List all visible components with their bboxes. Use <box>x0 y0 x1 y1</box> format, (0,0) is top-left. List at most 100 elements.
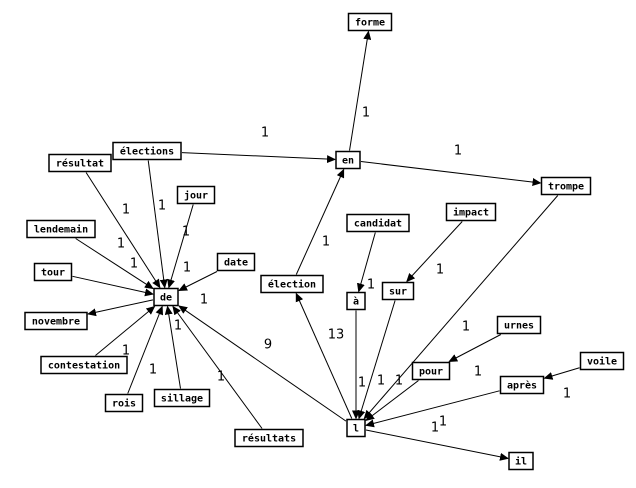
edge-l-election <box>295 292 353 419</box>
edge-rois-de <box>127 305 164 394</box>
node-label: à <box>353 296 359 308</box>
node-a[interactable]: à <box>346 291 366 311</box>
edge-weight-label: 1 <box>183 261 191 276</box>
node-l[interactable]: l <box>346 418 366 438</box>
edge-weight-label: 1 <box>217 370 225 385</box>
node-label: pour <box>419 367 443 378</box>
node-label: après <box>507 380 537 392</box>
node-urnes[interactable]: urnes <box>496 315 542 335</box>
edge-weight-label: 13 <box>328 328 345 343</box>
edge-tour-de <box>72 275 154 297</box>
edge-apres-l <box>365 390 500 428</box>
node-box <box>112 141 182 161</box>
edge-weight-label: 1 <box>377 374 385 389</box>
node-date[interactable]: date <box>216 252 256 272</box>
node-contestation[interactable]: contestation <box>40 355 128 375</box>
node-box <box>26 219 96 239</box>
node-box <box>496 315 542 335</box>
node-label: tour <box>41 268 65 279</box>
edge-weight-label: 1 <box>117 237 125 252</box>
node-box <box>48 153 112 173</box>
node-lendemain[interactable]: lendemain <box>26 219 96 239</box>
node-label: novembre <box>32 317 80 328</box>
node-box <box>153 388 211 408</box>
edge-resultat-de <box>85 172 161 289</box>
node-label: élections <box>120 146 174 158</box>
node-box <box>346 418 366 438</box>
edge-election-en <box>295 168 345 275</box>
node-pour[interactable]: pour <box>411 361 451 381</box>
node-tour[interactable]: tour <box>33 262 73 282</box>
node-box <box>234 428 304 448</box>
edge-weight-label: 1 <box>395 374 403 389</box>
node-impact[interactable]: impact <box>445 202 497 222</box>
edge-candidat-a <box>357 232 376 293</box>
node-voile[interactable]: voile <box>579 351 625 371</box>
edge-impact-sur <box>406 221 463 283</box>
edge-weight-label: 1 <box>158 199 166 214</box>
node-box <box>445 202 497 222</box>
edge-weight-label: 1 <box>174 319 182 334</box>
edge-weight-label: 1 <box>462 320 470 335</box>
node-box <box>153 287 179 307</box>
edge-weight-label: 1 <box>474 365 482 380</box>
node-rois[interactable]: rois <box>104 393 144 413</box>
nodes-layer: forme en élections résultat jour trompe lendem… <box>24 12 625 471</box>
node-resultat[interactable]: résultat <box>48 153 112 173</box>
node-resultats[interactable]: résultats <box>234 428 304 448</box>
edge-trompe-l <box>363 195 559 420</box>
node-en[interactable]: en <box>335 150 361 170</box>
edge-weight-label: 1 <box>436 263 444 278</box>
node-label: il <box>515 456 527 468</box>
node-label: jour <box>184 190 208 202</box>
node-label: rois <box>112 398 136 410</box>
node-label: voile <box>587 356 617 368</box>
edge-weight-label: 1 <box>358 376 366 391</box>
node-box <box>216 252 256 272</box>
node-il[interactable]: il <box>508 451 534 471</box>
node-label: trompe <box>548 182 584 193</box>
edge-weight-label: 1 <box>130 257 138 272</box>
edge-urnes-pour <box>448 334 502 362</box>
node-box <box>335 150 361 170</box>
node-candidat[interactable]: candidat <box>346 213 410 233</box>
node-box <box>346 291 366 311</box>
node-trompe[interactable]: trompe <box>540 176 592 196</box>
node-de[interactable]: de <box>153 287 179 307</box>
node-elections[interactable]: élections <box>112 141 182 161</box>
node-sillage[interactable]: sillage <box>153 388 211 408</box>
node-sur[interactable]: sur <box>381 281 415 301</box>
node-apres[interactable]: après <box>499 375 545 395</box>
node-election[interactable]: élection <box>260 274 324 294</box>
node-box <box>260 274 324 294</box>
node-label: élection <box>268 279 316 291</box>
edge-pour-l <box>365 380 419 422</box>
edge-weight-label: 1 <box>261 126 269 141</box>
node-box <box>347 12 393 32</box>
edge-weight-label: 1 <box>439 415 447 430</box>
node-box <box>24 311 88 331</box>
edge-contestation-de <box>95 305 156 356</box>
node-box <box>40 355 128 375</box>
node-jour[interactable]: jour <box>176 185 216 205</box>
node-box <box>508 451 534 471</box>
edge-lendemain-de <box>75 238 154 290</box>
edge-en-trompe <box>360 161 542 186</box>
edge-elections-de <box>147 160 168 289</box>
edge-weight-label: 1 <box>322 235 330 250</box>
node-novembre[interactable]: novembre <box>24 311 88 331</box>
edge-elections-en <box>181 152 336 164</box>
edge-weight-label: 1 <box>200 293 208 308</box>
edge-sillage-de <box>164 305 181 389</box>
edge-resultats-de <box>172 305 263 429</box>
node-forme[interactable]: forme <box>347 12 393 32</box>
edge-weight-label: 1 <box>454 144 462 159</box>
edge-de-novembre <box>87 299 154 317</box>
node-label: sur <box>389 287 407 298</box>
edges-layer <box>72 30 580 461</box>
node-label: date <box>224 258 248 269</box>
node-label: en <box>342 156 354 167</box>
node-box <box>33 262 73 282</box>
